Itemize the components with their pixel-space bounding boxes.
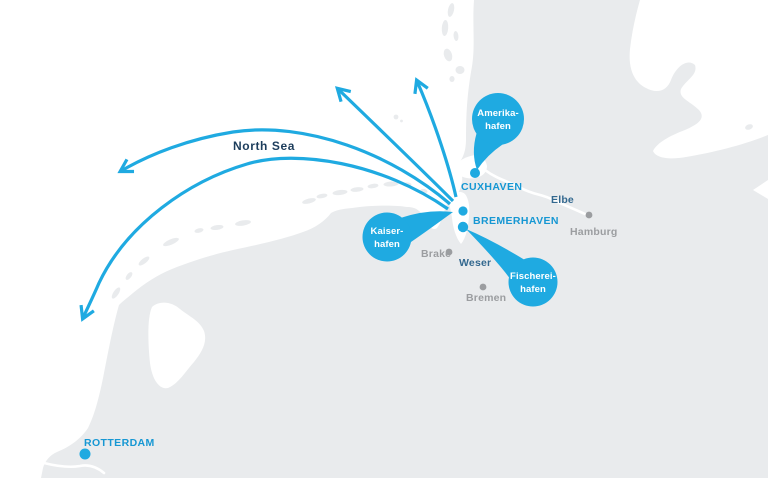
island [163, 237, 179, 247]
port-bubble-amerikahafen: Amerika- hafen [472, 93, 524, 170]
north-sea-label: North Sea [233, 139, 295, 153]
cuxhaven-label: CUXHAVEN [461, 181, 522, 193]
island [443, 48, 453, 62]
island [449, 76, 455, 82]
city-dot-rotterdam [79, 448, 91, 460]
island [210, 224, 224, 231]
rotterdam-label: ROTTERDAM [84, 437, 155, 449]
bubble-label-line2: hafen [485, 121, 511, 132]
island [350, 187, 364, 192]
island [194, 228, 204, 233]
city-dot-cuxhaven [470, 168, 480, 178]
route-arrow-north [413, 77, 458, 198]
north-frisian-islands [441, 3, 465, 82]
hamburg-label: Hamburg [570, 226, 618, 238]
frisian-islands [111, 181, 428, 299]
port-bubble-kaiserhafen: Kaiser- hafen [362, 211, 453, 262]
bremen-label: Bremen [466, 292, 506, 304]
island [383, 181, 399, 187]
bubble-label-line1: Amerika- [477, 108, 518, 119]
bremerhaven-label: BREMERHAVEN [473, 215, 559, 227]
helgoland-dune [400, 119, 403, 123]
bubble-circle [362, 212, 412, 262]
route-arrow-west [117, 128, 452, 206]
island [125, 272, 133, 280]
island [455, 66, 465, 74]
port-bubble-fischereihafen: Fischerei- hafen [466, 229, 558, 307]
city-dot-bremerhaven-south [457, 221, 469, 233]
island [316, 193, 328, 199]
island [441, 20, 449, 36]
bubble-pointer [466, 229, 524, 278]
ijsselmeer [148, 302, 206, 389]
bubble-pointer [402, 211, 453, 242]
city-dot-hamburg [585, 211, 593, 219]
baltic-sea-cut [629, 0, 768, 159]
island [302, 198, 316, 204]
island [111, 287, 121, 299]
island [332, 189, 348, 196]
island [453, 31, 459, 41]
city-dot-bremen [479, 283, 487, 291]
maas-river [42, 461, 106, 475]
bubble-label-line1: Kaiser- [371, 226, 404, 237]
weser-label: Weser [459, 257, 491, 269]
route-arrow-southwest [79, 156, 449, 322]
island [447, 3, 455, 17]
bubble-label-line1: Fischerei- [510, 271, 556, 282]
brake-label: Brake [421, 248, 451, 260]
island [235, 220, 251, 226]
helgoland-island [393, 114, 399, 120]
elbe-river [483, 168, 587, 216]
bubble-circle [508, 257, 558, 307]
bubble-circle [472, 93, 524, 145]
island [138, 256, 150, 266]
city-dot-brake [445, 248, 453, 256]
city-dot-bremerhaven-north [458, 206, 468, 216]
bubble-label-line2: hafen [520, 284, 546, 295]
shipping-routes [79, 77, 458, 322]
baltic-notch [753, 180, 768, 199]
baltic-islet [745, 124, 753, 130]
bubble-label-line2: hafen [374, 239, 400, 250]
elbe-label: Elbe [551, 194, 574, 206]
island [367, 183, 379, 189]
route-arrow-northwest [334, 86, 455, 203]
